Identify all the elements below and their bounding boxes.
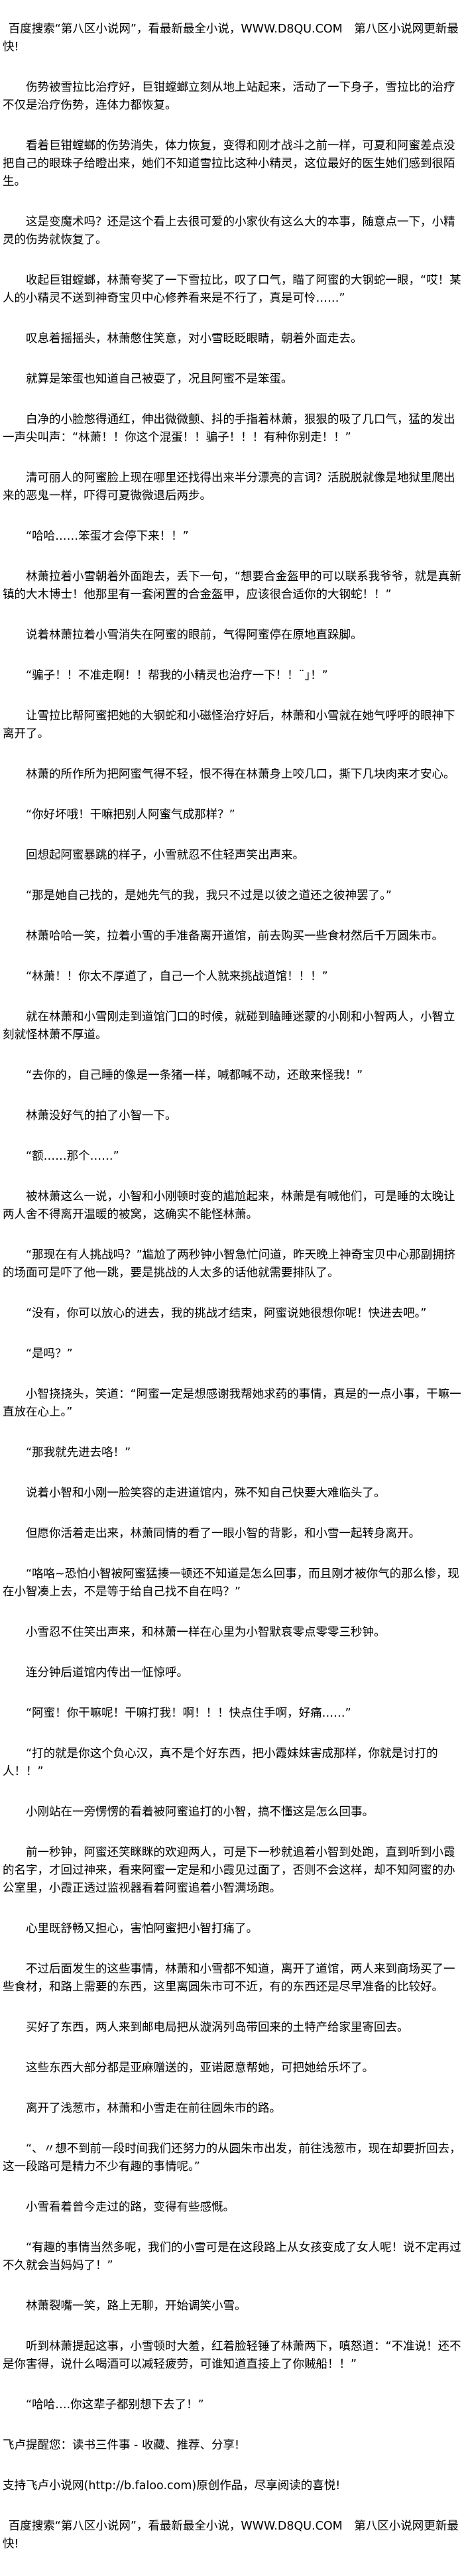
story-paragraph: 连分钟后道馆内传出一怔惊呼。 <box>26 1666 188 1680</box>
story-paragraph: 不过后面发生的这些事情，林萧和小雪都不知道，离开了道馆，两人来到商场买了一些食材… <box>3 1963 455 1994</box>
story-paragraph: 离开了浅葱市，林萧和小雪走在前往圆朱市的路。 <box>26 2102 281 2115</box>
story-paragraph: “那是她自己找的，是她先气的我，我只不过是以彼之道还之彼神罢了。” <box>26 889 392 902</box>
story-paragraph: “骗子！！不准走啊！！帮我的小精灵也治疗一下！！¨｣！” <box>26 669 328 682</box>
story-paragraph: 林萧裂嘴一笑，路上无聊，开始调笑小雪。 <box>26 2300 247 2313</box>
story-paragraph: “林萧！！你太不厚道了，自己一个人就来挑战道馆！！！” <box>26 970 328 983</box>
story-paragraph: “哈哈……笨蛋才会停下来！！” <box>26 530 189 543</box>
story-paragraph: “你好坏哦！干嘛把别人阿蜜气成那样？” <box>26 808 235 822</box>
story-paragraph: “额……那个……” <box>26 1150 119 1163</box>
story-paragraph: 看着巨钳螳螂的伤势消失，体力恢复，变得和刚才战斗之前一样，可夏和阿蜜差点没把自己… <box>3 139 455 188</box>
story-paragraph: 听到林萧提起这事，小雪顿时大羞，红着脸轻锤了林萧两下，嗔怒道：“不准说！还不是你… <box>3 2340 461 2371</box>
story-paragraph: 这是变魔术吗？还是这个看上去很可爱的小家伙有这么大的本事，随意点一下，小精灵的伤… <box>3 215 455 247</box>
story-paragraph: 前一秒钟，阿蜜还笑眯眯的欢迎两人，可是下一秒就追着小智到处跑，直到听到小霞的名字… <box>3 1846 455 1895</box>
story-paragraph: “去你的，自己睡的像是一条猪一样，喊都喊不动，还敢来怪我！” <box>26 1069 363 1082</box>
story-paragraph: 白净的小脸憋得通红，伸出微微颤、抖的手指着林萧，狠狠的吸了几口气，猛的发出一声尖… <box>3 413 455 444</box>
story-paragraph: 小刚站在一旁愣愣的看着被阿蜜追打的小智，搞不懂这是怎么回事。 <box>26 1806 374 1819</box>
story-paragraph: 买好了东西，两人来到邮电局把从漩涡列岛带回来的土特产给家里寄回去。 <box>26 2021 409 2034</box>
story-paragraph: 林萧的所作所为把阿蜜气得不轻，恨不得在林萧身上咬几口，撕下几块肉来才安心。 <box>26 768 455 781</box>
story-paragraph: “有趣的事情当然多呢，我们的小雪可是在这段路上从女孩变成了女人呢！说不定再过不久… <box>3 2241 461 2272</box>
story-paragraph: 让雪拉比帮阿蜜把她的大钢蛇和小磁怪治疗好后，林萧和小雪就在她气呼呼的眼神下离开了… <box>3 709 455 741</box>
site-banner-top: 百度搜索“第八区小说网”，看最新最全小说，WWW.D8QU.COM 第八区小说网… <box>3 23 459 54</box>
story-paragraph: 说着小智和小刚一脸笑容的走进道馆内，殊不知自己快要大难临头了。 <box>26 1487 386 1500</box>
story-paragraph: 就算是笨蛋也知道自己被耍了，况且阿蜜不是笨蛋。 <box>26 373 293 386</box>
story-paragraph: 伤势被雪拉比治疗好，巨钳螳螂立刻从地上站起来，活动了一下身子，雪拉比的治疗不仅是… <box>3 81 455 112</box>
story-paragraph: “哈哈….你这辈子都别想下去了！” <box>26 2398 204 2412</box>
story-paragraph: “没有，你可以放心的进去，我的挑战才结束，阿蜜说她很想你呢！快进去吧。” <box>26 1307 427 1320</box>
story-paragraph: 林萧拉着小雪朝着外面跑去，丢下一句，“想要合金盔甲的可以联系我爷爷，就是真新镇的… <box>3 570 461 601</box>
story-paragraph: 但愿你活着走出来，林萧同情的看了一眼小智的背影，和小雪一起转身离开。 <box>26 1527 420 1540</box>
story-paragraph: 就在林萧和小雪刚走到道馆门口的时候，就碰到瞌睡迷蒙的小刚和小智两人，小智立刻就怪… <box>3 1011 455 1042</box>
story-paragraph: “那现在有人挑战吗？”尴尬了两秒钟小智急忙问道，昨天晚上神奇宝贝中心那副拥挤的场… <box>3 1249 456 1280</box>
footer-reminder: 飞卢提醒您：读书三件事 - 收藏、推荐、分享! <box>3 2439 239 2452</box>
story-paragraph: 小雪看着曾今走过的路，变得有些感慨。 <box>26 2201 235 2214</box>
footer-support-link[interactable]: 支持飞卢小说网(http://b.faloo.com)原创作品，尽享阅读的喜悦! <box>3 2479 341 2492</box>
chapter-body: 伤势被雪拉比治疗好，巨钳螳螂立刻从地上站起来，活动了一下身子，雪拉比的治疗不仅是… <box>3 79 461 2414</box>
story-paragraph: “阿蜜！你干嘛呢！干嘛打我！啊！！！快点住手啊，好痛……” <box>26 1707 351 1720</box>
story-paragraph: “、〃想不到前一段时间我们还努力的从圆朱市出发，前往浅葱市，现在却要折回去，这一… <box>3 2142 461 2174</box>
story-paragraph: 收起巨钳螳螂，林萧夸奖了一下雪拉比，叹了口气，瞄了阿蜜的大钢蛇一眼，“哎！某人的… <box>3 274 461 305</box>
story-paragraph: “那我就先进去咯！” <box>26 1446 131 1459</box>
story-paragraph: 心里既舒畅又担心，害怕阿蜜把小智打痛了。 <box>26 1922 258 1935</box>
story-paragraph: 回想起阿蜜暴跳的样子，小雪就忍不住轻声笑出声来。 <box>26 849 304 862</box>
story-paragraph: 说着林萧拉着小雪消失在阿蜜的眼前，气得阿蜜停在原地直跺脚。 <box>26 629 363 642</box>
story-paragraph: “打的就是你这个负心汉，真不是个好东西，把小霞妹妹害成那样，你就是讨打的人！！” <box>3 1747 438 1778</box>
story-paragraph: 林萧哈哈一笑，拉着小雪的手准备离开道馆，前去购买一些食材然后千万圆朱市。 <box>26 930 443 943</box>
story-paragraph: 林萧没好气的拍了小智一下。 <box>26 1109 177 1123</box>
story-paragraph: 叹息着摇摇头，林萧憋住笑意，对小雪眨眨眼睛，朝着外面走去。 <box>26 332 363 345</box>
story-paragraph: 被林萧这么一说，小智和小刚顿时变的尴尬起来，林萧是有喊他们，可是睡的太晚让两人舍… <box>3 1190 455 1221</box>
site-banner-bottom: 百度搜索“第八区小说网”，看最新最全小说，WWW.D8QU.COM 第八区小说网… <box>3 2520 459 2551</box>
story-paragraph: “咯咯~恐怕小智被阿蜜猛揍一顿还不知道是怎么回事，而且刚才被你气的那么惨，现在小… <box>3 1567 459 1599</box>
chapter-content: 百度搜索“第八区小说网”，看最新最全小说，WWW.D8QU.COM 第八区小说网… <box>3 21 461 2553</box>
story-paragraph: “是吗？” <box>26 1347 73 1361</box>
story-paragraph: 清可丽人的阿蜜脸上现在哪里还找得出来半分漂亮的言词？活脱脱就像是地狱里爬出来的恶… <box>3 471 455 503</box>
story-paragraph: 小雪忍不住笑出声来，和林萧一样在心里为小智默哀零点零零三秒钟。 <box>26 1626 386 1639</box>
story-paragraph: 这些东西大部分都是亚麻赠送的，亚诺愿意帮她，可把她给乐坏了。 <box>26 2061 374 2075</box>
story-paragraph: 小智挠挠头，笑道：“阿蜜一定是想感谢我帮她求药的事情，真是的一点小事，干嘛一直放… <box>3 1388 461 1419</box>
